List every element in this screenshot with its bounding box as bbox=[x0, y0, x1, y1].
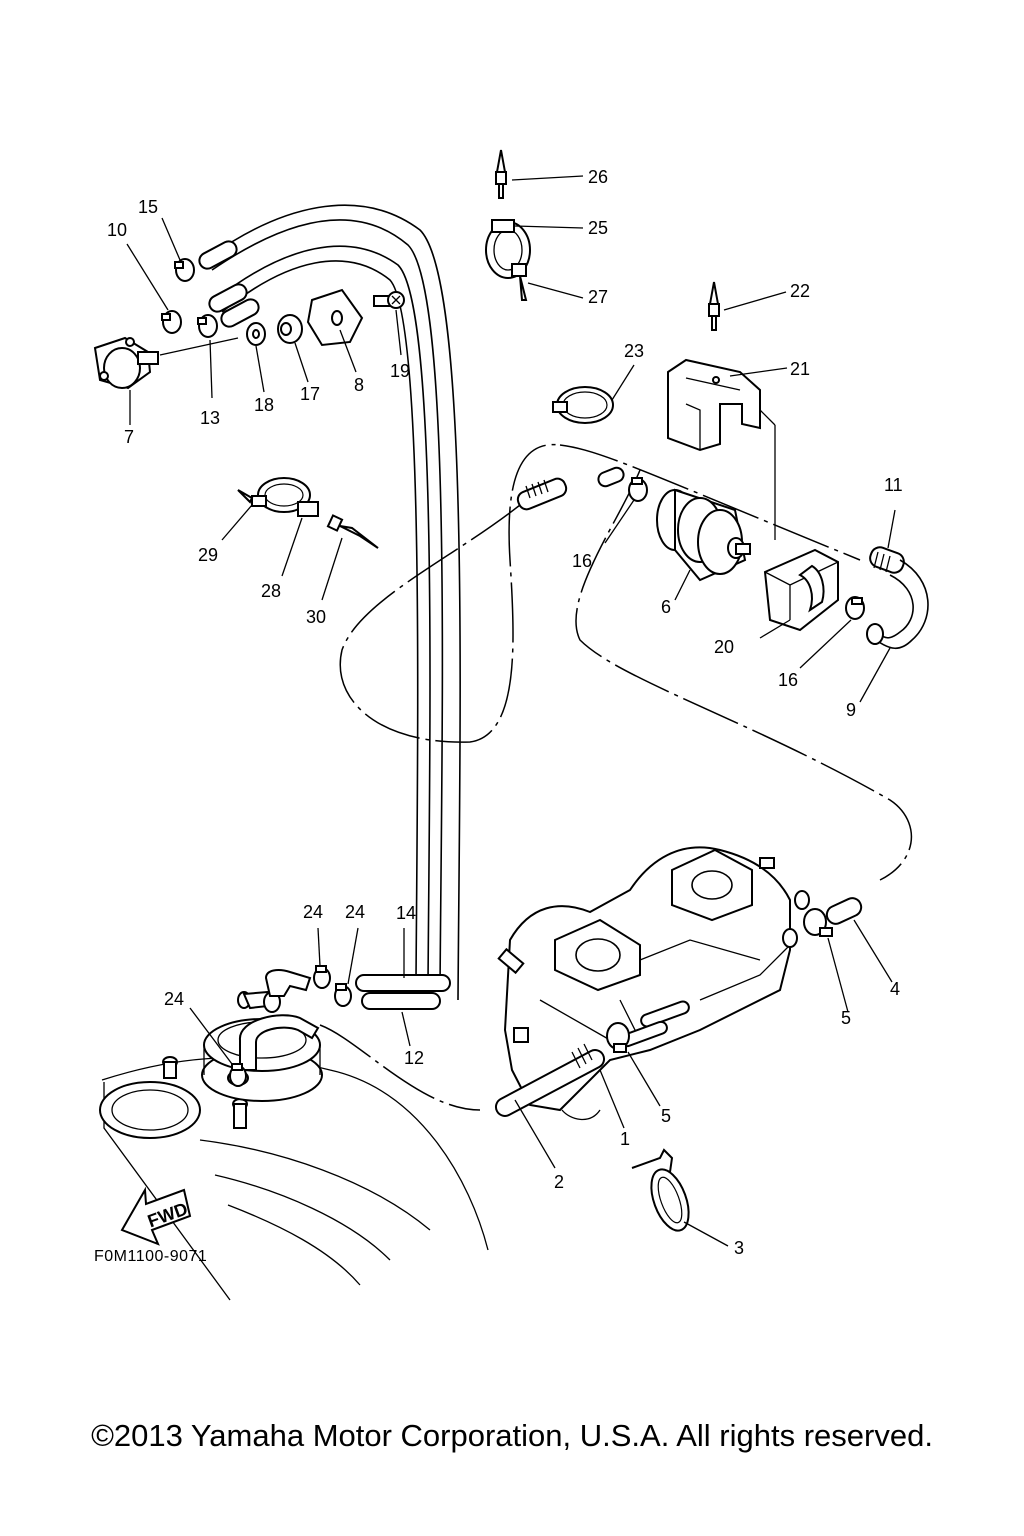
tank-outline bbox=[99, 1056, 489, 1301]
clamp-16a-icon bbox=[628, 477, 648, 502]
callout-2: 2 bbox=[554, 1172, 564, 1192]
callout-5b: 5 bbox=[661, 1106, 671, 1126]
callout-28: 28 bbox=[261, 581, 281, 601]
rivet-22-icon bbox=[708, 281, 720, 331]
callout-17: 17 bbox=[300, 384, 320, 404]
clamp-28-29-icon bbox=[237, 477, 319, 517]
callout-4: 4 bbox=[890, 979, 900, 999]
callout-8: 8 bbox=[354, 375, 364, 395]
callout-14: 14 bbox=[396, 903, 416, 923]
callout-24b: 24 bbox=[345, 902, 365, 922]
callout-23: 23 bbox=[624, 341, 644, 361]
clamp-5b-icon bbox=[803, 908, 833, 937]
fitting-7-icon bbox=[93, 336, 159, 390]
callout-21: 21 bbox=[790, 359, 810, 379]
clamp-13-icon bbox=[197, 314, 218, 338]
callout-3: 3 bbox=[734, 1238, 744, 1258]
callout-12: 12 bbox=[404, 1048, 424, 1068]
clamp-10-icon bbox=[161, 310, 182, 334]
grommet-8-icon bbox=[306, 288, 364, 347]
callout-27: 27 bbox=[588, 287, 608, 307]
drawing-code: F0M1100-9071 bbox=[94, 1248, 208, 1265]
screw-19-icon bbox=[373, 291, 405, 309]
hose-end-upper-c bbox=[220, 298, 260, 328]
pipe-stub-icon bbox=[597, 466, 625, 488]
callout-16a: 16 bbox=[572, 551, 592, 571]
hose-end-14 bbox=[355, 974, 451, 992]
rivet-30-icon bbox=[326, 514, 379, 549]
callout-29: 29 bbox=[198, 545, 218, 565]
washer-18-icon bbox=[246, 322, 266, 346]
clamp-16b-icon bbox=[845, 596, 865, 620]
callout-19: 19 bbox=[390, 361, 410, 381]
callout-10: 10 bbox=[107, 220, 127, 240]
callout-9: 9 bbox=[846, 700, 856, 720]
callout-30: 30 bbox=[306, 607, 326, 627]
hose-9-icon bbox=[866, 559, 929, 650]
callout-18: 18 bbox=[254, 395, 274, 415]
copyright-notice: ©2013 Yamaha Motor Corporation, U.S.A. A… bbox=[91, 1418, 933, 1453]
callout-16b: 16 bbox=[778, 670, 798, 690]
rivet-26-icon bbox=[495, 149, 507, 199]
band-23-icon bbox=[552, 386, 614, 424]
vent-hose-loop bbox=[319, 443, 913, 1111]
callout-5a: 5 bbox=[841, 1008, 851, 1028]
hose-loop-upper bbox=[204, 204, 461, 1001]
elbow-fitting-a-icon bbox=[264, 969, 312, 997]
clamp-5a-icon bbox=[606, 1022, 630, 1053]
clamp-24b-icon bbox=[334, 983, 352, 1007]
clamp-24a-icon bbox=[313, 965, 331, 989]
callout-1: 1 bbox=[620, 1129, 630, 1149]
filter-6-icon bbox=[656, 488, 751, 582]
callout-7: 7 bbox=[124, 427, 134, 447]
hose-end-12 bbox=[361, 992, 441, 1010]
callout-11: 11 bbox=[884, 475, 903, 495]
holder-20-icon bbox=[763, 548, 839, 632]
throttle-body-icon bbox=[497, 846, 810, 1121]
connector-11-icon bbox=[869, 546, 905, 574]
callout-24c: 24 bbox=[164, 989, 184, 1009]
hose-end-upper-a bbox=[198, 240, 238, 270]
callout-20: 20 bbox=[714, 637, 734, 657]
fuel-pump-unit-icon bbox=[201, 990, 323, 1102]
holder-3-icon bbox=[631, 1148, 690, 1232]
callout-13: 13 bbox=[200, 408, 220, 428]
callout-25: 25 bbox=[588, 218, 608, 238]
callout-26: 26 bbox=[588, 167, 608, 187]
hose-connector-left-icon bbox=[516, 477, 568, 511]
hose-end-upper-b bbox=[208, 283, 248, 313]
hose-1-icon bbox=[494, 1043, 606, 1117]
callout-15: 15 bbox=[138, 197, 158, 217]
bracket-21-icon bbox=[667, 358, 761, 452]
fwd-arrow-icon: FWD bbox=[120, 1186, 192, 1246]
callout-24a: 24 bbox=[303, 902, 323, 922]
callout-labels: 1 2 3 4 5 5 6 7 8 9 10 11 12 13 14 15 16… bbox=[107, 167, 903, 1258]
clamp-15-icon bbox=[174, 258, 195, 282]
callout-6: 6 bbox=[661, 597, 671, 617]
bushing-17-icon bbox=[277, 314, 303, 344]
callout-22: 22 bbox=[790, 281, 810, 301]
hose-4-icon bbox=[825, 897, 863, 925]
band-clamp-25-27-icon bbox=[485, 219, 531, 301]
clamp-24c-icon bbox=[229, 1063, 247, 1087]
